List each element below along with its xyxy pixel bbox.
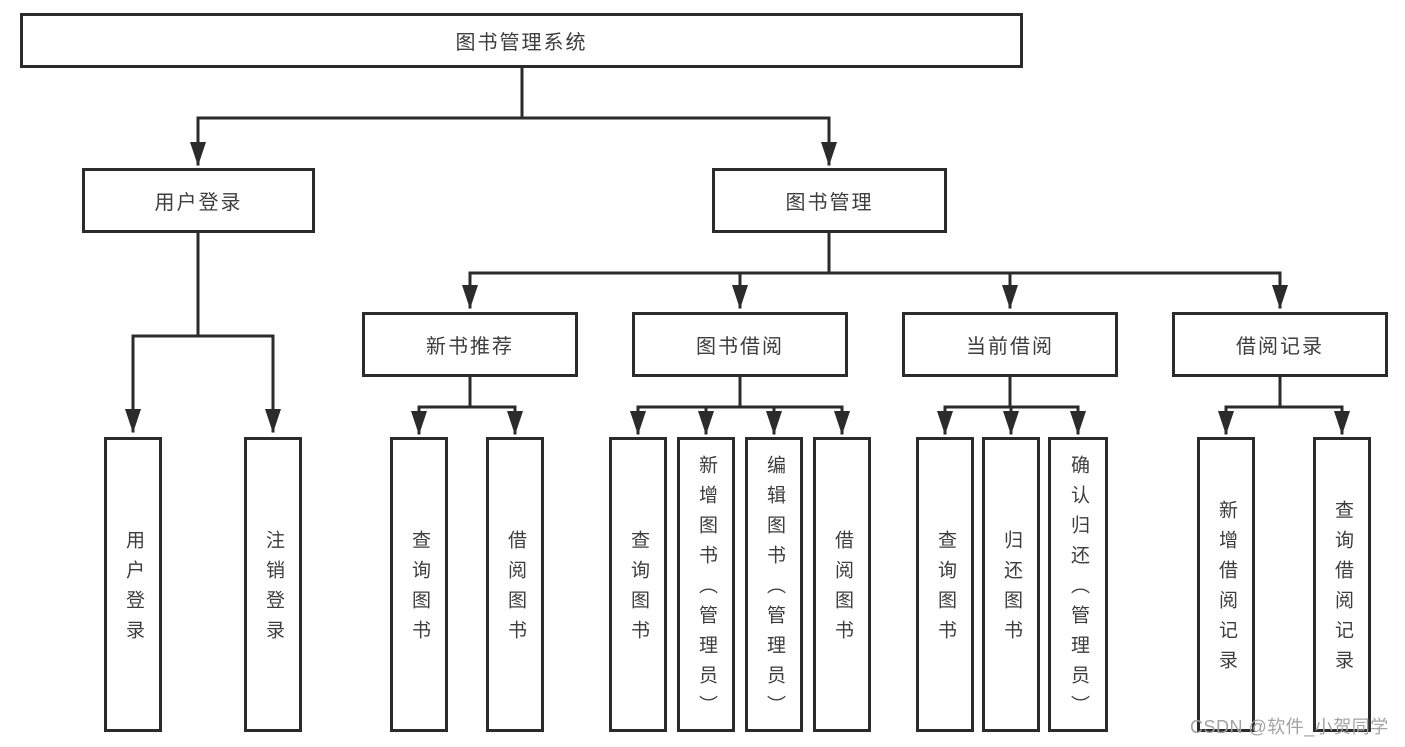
node-book-management: 图书管理 [712,168,947,233]
leaf-borrow-books-recommend: 借阅图书 [486,437,544,732]
leaf-borrow-books-borrowing-label: 借阅图书 [831,530,853,650]
leaf-logout-login: 注销登录 [244,437,302,732]
leaf-add-books-admin: 新增图书（管理员） [677,437,735,732]
leaf-user-login-label: 用户登录 [122,530,144,650]
leaf-query-borrow-record: 查询借阅记录 [1313,437,1371,732]
leaf-add-books-admin-label: 新增图书（管理员） [695,455,717,725]
node-user-login: 用户登录 [82,168,315,233]
node-borrowing-records: 借阅记录 [1172,312,1388,377]
leaf-add-borrow-record-label: 新增借阅记录 [1215,500,1237,680]
leaf-query-books-recommend-label: 查询图书 [408,530,430,650]
leaf-query-books-current-label: 查询图书 [934,530,956,650]
leaf-confirm-return-admin: 确认归还（管理员） [1048,437,1108,732]
leaf-query-books-recommend: 查询图书 [390,437,448,732]
leaf-borrow-books-recommend-label: 借阅图书 [504,530,526,650]
node-book-borrowing: 图书借阅 [632,312,848,377]
node-current-borrowing: 当前借阅 [902,312,1118,377]
leaf-edit-books-admin: 编辑图书（管理员） [745,437,803,732]
leaf-logout-login-label: 注销登录 [262,530,284,650]
leaf-add-borrow-record: 新增借阅记录 [1197,437,1255,732]
leaf-query-books-borrowing-label: 查询图书 [627,530,649,650]
leaf-query-books-borrowing: 查询图书 [609,437,667,732]
node-library-management-system: 图书管理系统 [20,13,1023,68]
leaf-edit-books-admin-label: 编辑图书（管理员） [763,455,785,725]
leaf-return-books-label: 归还图书 [1000,530,1022,650]
leaf-confirm-return-admin-label: 确认归还（管理员） [1067,455,1089,725]
node-new-book-recommendation: 新书推荐 [362,312,578,377]
leaf-borrow-books-borrowing: 借阅图书 [813,437,871,732]
leaf-query-books-current: 查询图书 [916,437,974,732]
watermark-text: CSDN @软件_小贺同学 [1190,717,1389,737]
leaf-query-borrow-record-label: 查询借阅记录 [1331,500,1353,680]
leaf-user-login: 用户登录 [104,437,162,732]
leaf-return-books: 归还图书 [982,437,1040,732]
